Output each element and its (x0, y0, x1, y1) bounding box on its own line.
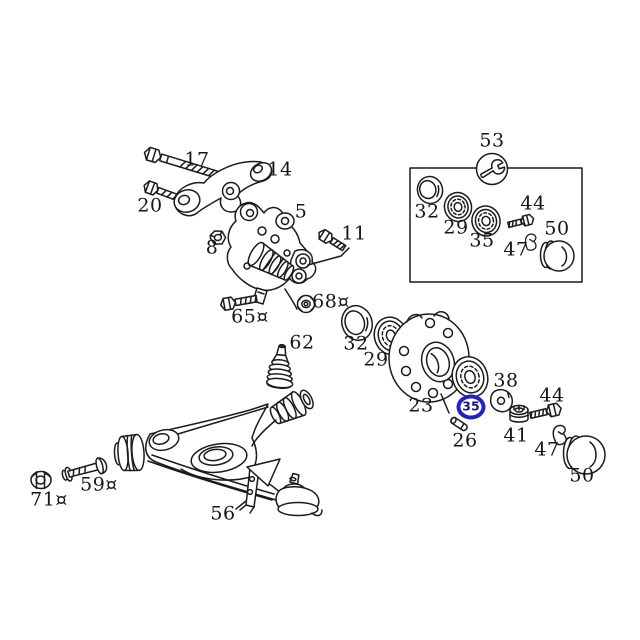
wheel-hub-23 (388, 311, 470, 403)
bearing-35 (451, 356, 489, 398)
nut-71 (30, 470, 52, 490)
clip-47-kit (524, 233, 537, 251)
seal-ring-32 (340, 304, 374, 342)
bolt-44-kit (506, 213, 535, 229)
leader-line-11 (307, 247, 350, 266)
control-arm-56 (113, 389, 323, 517)
ball-joint-62 (266, 343, 294, 389)
bolt-59 (61, 457, 108, 482)
wrench-badge-53 (475, 152, 509, 186)
pin-26 (450, 416, 468, 432)
steering-knuckle-5 (226, 201, 317, 310)
bolt-11 (318, 228, 347, 252)
nut-8 (209, 230, 227, 245)
bolt-44 (528, 402, 562, 420)
leader-line-26 (440, 393, 450, 414)
grease-cap-50-kit (539, 240, 575, 272)
nut-68 (296, 294, 316, 314)
guide-rod-14 (173, 160, 273, 217)
open-end-wrench-icon (480, 158, 506, 179)
grease-cap-50 (562, 435, 606, 475)
clip-47 (552, 424, 567, 446)
bolt-65 (219, 294, 258, 312)
leader-line-56 (235, 500, 247, 510)
bearing-35-kit (471, 205, 501, 237)
bearing-29-kit (443, 191, 473, 223)
seal-ring-32-kit (416, 175, 444, 205)
lock-washer-38 (489, 388, 513, 413)
castle-nut-41 (509, 404, 529, 423)
